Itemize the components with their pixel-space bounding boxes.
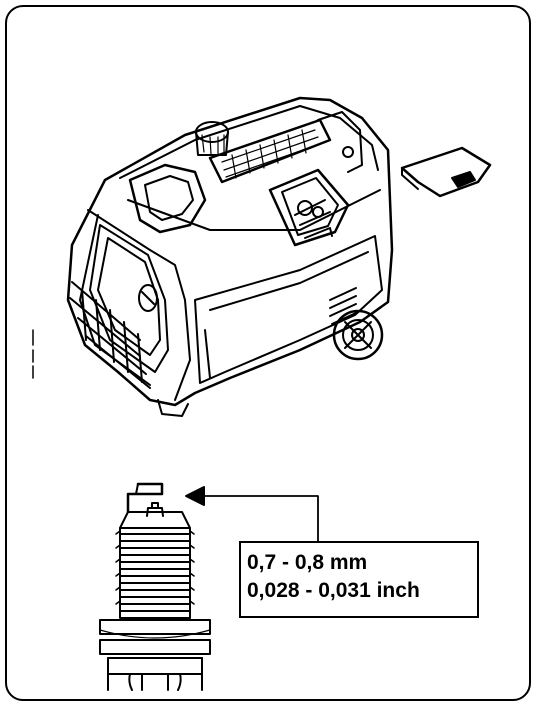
- gap-spec-label: 0,7 - 0,8 mm 0,028 - 0,031 inch: [239, 541, 479, 618]
- arrow-icon: [185, 486, 319, 542]
- maintenance-cover-icon: [400, 146, 492, 198]
- generator-icon: [66, 96, 394, 417]
- gap-spec-metric: 0,7 - 0,8 mm: [247, 551, 368, 574]
- figure-frame: [5, 5, 531, 701]
- spark-plug-icon: [99, 482, 211, 691]
- gap-spec-imperial: 0,028 - 0,031 inch: [247, 579, 420, 602]
